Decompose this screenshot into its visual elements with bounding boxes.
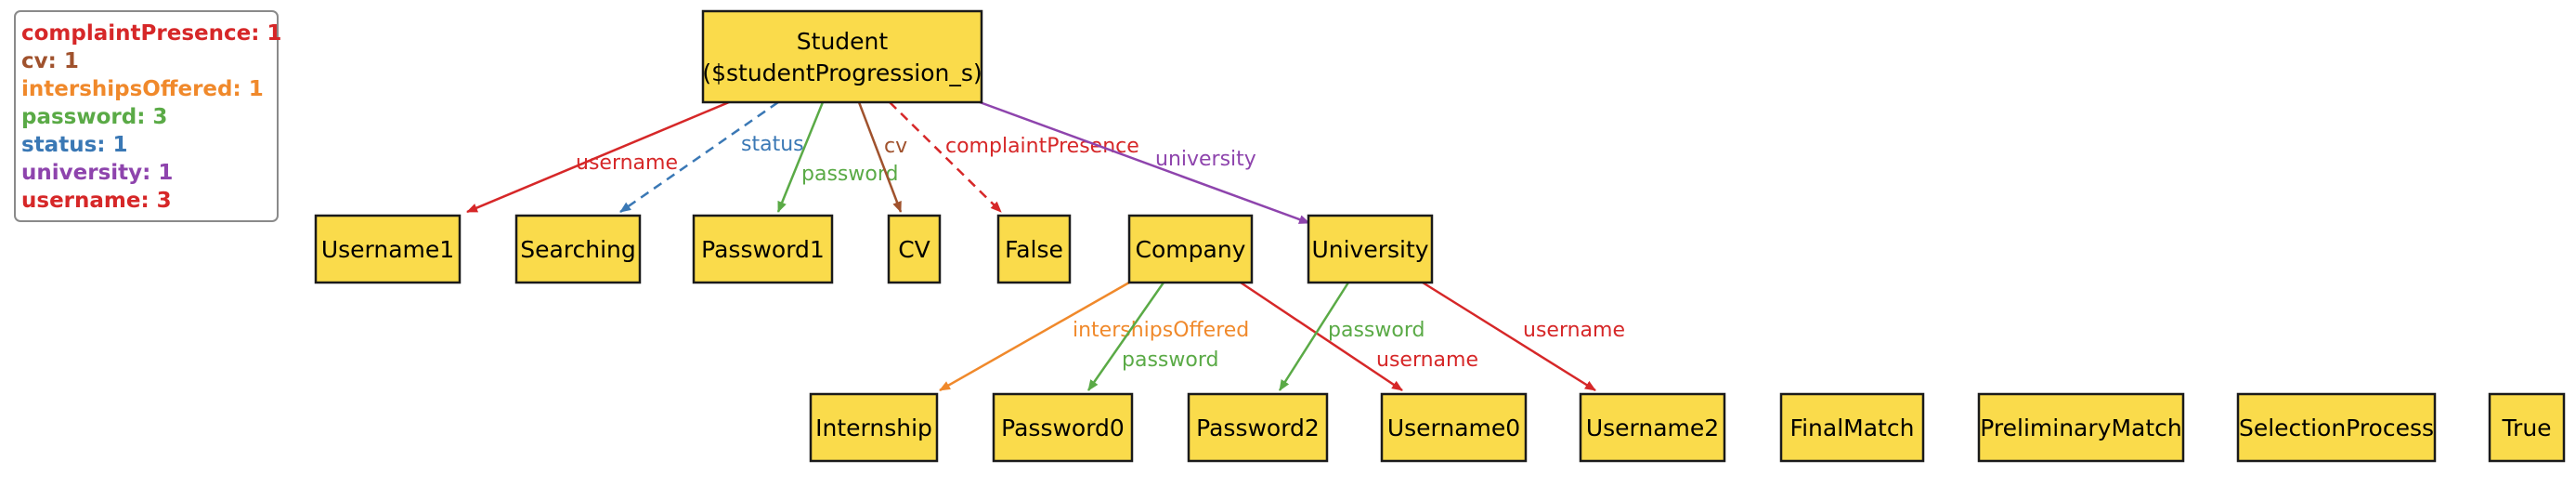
edge-line (939, 281, 1130, 392)
node-internship[interactable]: Internship (809, 392, 939, 463)
node-label: False (1005, 236, 1063, 263)
node-label: Internship (815, 414, 932, 441)
edge-line (1086, 282, 1165, 391)
node-searching[interactable]: Searching (514, 214, 642, 284)
node-box (1127, 214, 1254, 284)
edge-student-username: username (466, 100, 730, 214)
node-box (514, 214, 642, 284)
node-label: Student (797, 28, 889, 55)
node-box (2488, 392, 2566, 463)
node-label: University (1311, 236, 1428, 263)
node-student[interactable]: Student ($studentProgression_s) (701, 9, 983, 104)
legend-box (14, 10, 279, 222)
node-label: ($studentProgression_s) (702, 59, 982, 86)
edge-label: username (1523, 319, 1625, 342)
node-box (2236, 392, 2437, 463)
node-box (1779, 392, 1925, 463)
legend-item-intershipsOffered: intershipsOffered: 1 (21, 77, 264, 101)
edge-line (619, 100, 779, 214)
node-label: Password2 (1196, 414, 1320, 441)
node-username0[interactable]: Username0 (1380, 392, 1528, 463)
edge-label: status (741, 133, 804, 156)
edge-line (1240, 281, 1403, 392)
node-label: FinalMatch (1790, 414, 1915, 441)
legend-item-password: password: 3 (21, 105, 167, 129)
node-box (1380, 392, 1528, 463)
edge-line (979, 100, 1310, 225)
edge-line (889, 101, 1002, 213)
node-label: Password0 (1001, 414, 1125, 441)
node-preliminarymatch[interactable]: PreliminaryMatch (1977, 392, 2185, 463)
edge-label: password (1122, 349, 1218, 372)
node-box (1187, 392, 1329, 463)
edge-label: university (1155, 148, 1256, 171)
node-label: SelectionProcess (2239, 414, 2434, 441)
node-password0[interactable]: Password0 (992, 392, 1134, 463)
edge-company-intershipsOffered: intershipsOffered (939, 281, 1249, 392)
node-username1[interactable]: Username1 (314, 214, 462, 284)
edge-company-password: password (1086, 282, 1218, 391)
edge-label: intershipsOffered (1073, 319, 1249, 342)
legend: complaintPresence: 1 cv: 1 intershipsOffer… (14, 10, 281, 222)
node-label: True (2501, 414, 2551, 441)
node-university[interactable]: University (1307, 214, 1434, 284)
node-password2[interactable]: Password2 (1187, 392, 1329, 463)
node-box (996, 214, 1072, 284)
legend-item-university: university: 1 (21, 161, 173, 185)
node-label: CV (898, 236, 930, 263)
edge-student-complaintPresence: complaintPresence (889, 101, 1139, 213)
edge-university-username: username (1422, 281, 1625, 392)
legend-item-status: status: 1 (21, 133, 127, 157)
edge-label: cv (884, 135, 907, 158)
legend-item-cv: cv: 1 (21, 49, 79, 73)
edge-line (1422, 281, 1596, 392)
legend-item-username: username: 3 (21, 189, 172, 213)
node-box (1579, 392, 1726, 463)
node-label: Username1 (321, 236, 454, 263)
node-box (701, 9, 983, 104)
node-label: Password1 (701, 236, 825, 263)
edge-student-cv: cv (857, 101, 907, 213)
node-box (887, 214, 942, 284)
edge-label: username (1376, 349, 1478, 372)
node-finalmatch[interactable]: FinalMatch (1779, 392, 1925, 463)
edge-company-username: username (1240, 281, 1478, 392)
edge-line (1278, 282, 1350, 391)
node-label: Username2 (1586, 414, 1719, 441)
node-box (692, 214, 834, 284)
node-box (992, 392, 1134, 463)
edge-line (776, 101, 825, 213)
node-box (314, 214, 462, 284)
node-box (1977, 392, 2185, 463)
node-cv[interactable]: CV (887, 214, 942, 284)
node-false[interactable]: False (996, 214, 1072, 284)
node-label: Username0 (1387, 414, 1520, 441)
edge-university-password: password (1278, 282, 1425, 391)
edge-label: password (1328, 319, 1425, 342)
node-password1[interactable]: Password1 (692, 214, 834, 284)
node-true[interactable]: True (2488, 392, 2566, 463)
legend-item-complaintPresence: complaintPresence: 1 (21, 21, 281, 46)
node-company[interactable]: Company (1127, 214, 1254, 284)
node-selectionprocess[interactable]: SelectionProcess (2236, 392, 2437, 463)
edge-label: username (576, 151, 678, 175)
node-box (1307, 214, 1434, 284)
edge-label: complaintPresence (945, 135, 1139, 158)
edge-line (466, 100, 730, 214)
node-username2[interactable]: Username2 (1579, 392, 1726, 463)
edge-student-university: university (979, 100, 1310, 225)
edge-student-status: status (619, 100, 804, 214)
node-label: Searching (520, 236, 636, 263)
node-label: PreliminaryMatch (1980, 414, 2181, 441)
edge-line (857, 101, 903, 213)
node-box (809, 392, 939, 463)
node-label: Company (1136, 236, 1246, 263)
